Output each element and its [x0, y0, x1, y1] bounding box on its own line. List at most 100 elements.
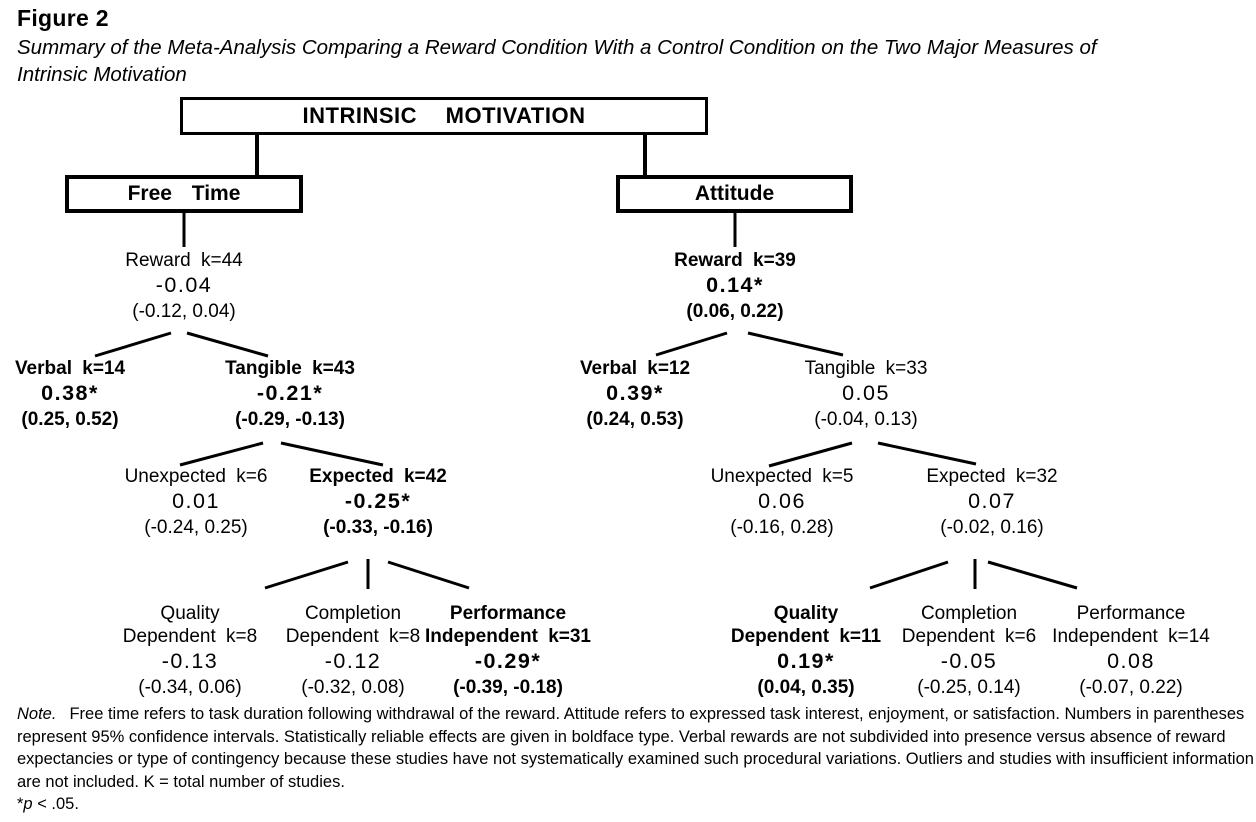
node-label: Reward k=44	[125, 250, 243, 271]
figure-label: Figure 2	[17, 5, 109, 31]
edge-atexpected-performance	[987, 560, 1078, 590]
note-lead: Note.	[17, 705, 57, 723]
significance-note: *p < .05.	[17, 793, 1254, 816]
edge-attangible-unexpected	[768, 441, 853, 468]
node-effect: -0.25*	[344, 489, 412, 513]
node-freetime-expected: Expected k=42 -0.25* (-0.33, -0.16)	[309, 465, 447, 540]
node-label-line2: Independent k=31	[424, 626, 592, 647]
node-effect: 0.14*	[706, 273, 764, 297]
node-ci: (0.06, 0.22)	[686, 301, 784, 322]
node-attitude-performance-independent: Performance Independent k=14 0.08 (-0.07…	[1052, 602, 1210, 700]
node-label: Tangible k=33	[804, 358, 928, 379]
node-effect: -0.13	[161, 649, 219, 673]
node-label-line2: Dependent k=8	[122, 626, 258, 647]
box-intrinsic-motivation-label: INTRINSIC MOTIVATION	[302, 103, 586, 128]
edge-fttangible-expected	[280, 441, 384, 467]
node-attitude-quality-dependent: Quality Dependent k=11 0.19* (0.04, 0.35…	[731, 602, 881, 700]
node-attitude-tangible: Tangible k=33 0.05 (-0.04, 0.13)	[805, 357, 928, 432]
node-freetime-completion-dependent: Completion Dependent k=8 -0.12 (-0.32, 0…	[286, 602, 420, 700]
node-freetime-unexpected: Unexpected k=6 0.01 (-0.24, 0.25)	[125, 465, 268, 540]
node-ci: (-0.33, -0.16)	[323, 517, 433, 538]
box-free-time-label: Free Time	[127, 182, 241, 205]
significance-p: p	[23, 795, 33, 813]
note-text-1: Free time refers to task duration follow…	[69, 705, 1245, 723]
significance-star: *	[17, 795, 24, 813]
node-ci: (-0.25, 0.14)	[917, 677, 1021, 698]
node-attitude-completion-dependent: Completion Dependent k=6 -0.05 (-0.25, 0…	[902, 602, 1036, 700]
node-ci: (-0.24, 0.25)	[144, 517, 248, 538]
node-ci: (0.04, 0.35)	[757, 677, 855, 698]
node-label-line1: Performance	[449, 603, 567, 624]
node-freetime-verbal: Verbal k=14 0.38* (0.25, 0.52)	[15, 357, 125, 432]
node-ci: (-0.02, 0.16)	[940, 517, 1044, 538]
node-label: Unexpected k=5	[710, 466, 854, 487]
node-label-line1: Performance	[1076, 603, 1186, 624]
node-freetime-performance-independent: Performance Independent k=31 -0.29* (-0.…	[425, 602, 591, 700]
node-effect: -0.21*	[256, 381, 324, 405]
edge-atreward-verbal	[655, 331, 728, 357]
node-label: Reward k=39	[674, 250, 796, 271]
edge-atreward-tangible	[747, 331, 844, 357]
node-ci: (-0.16, 0.28)	[730, 517, 834, 538]
significance-rest: < .05.	[32, 795, 79, 813]
node-attitude-unexpected: Unexpected k=5 0.06 (-0.16, 0.28)	[711, 465, 854, 540]
node-effect: 0.01	[172, 489, 220, 513]
node-effect: 0.39*	[606, 381, 664, 405]
edge-ftreward-tangible	[186, 331, 269, 358]
node-label: Verbal k=14	[14, 358, 126, 379]
node-attitude-expected: Expected k=32 0.07 (-0.02, 0.16)	[926, 465, 1057, 540]
node-label: Expected k=32	[926, 466, 1058, 487]
node-effect: 0.06	[758, 489, 806, 513]
node-ci: (-0.12, 0.04)	[132, 301, 236, 322]
edge-ftexpected-performance	[387, 560, 470, 590]
edge-attangible-expected	[877, 441, 977, 466]
box-free-time: Free Time	[65, 175, 303, 213]
node-label-line1: Completion	[304, 603, 402, 624]
node-label: Verbal k=12	[579, 358, 691, 379]
box-attitude: Attitude	[616, 175, 853, 213]
node-label-line2: Dependent k=8	[285, 626, 421, 647]
figure-caption: Summary of the Meta-Analysis Comparing a…	[17, 34, 1097, 88]
node-effect: -0.29*	[474, 649, 542, 673]
node-label: Unexpected k=6	[124, 466, 268, 487]
node-ci: (-0.07, 0.22)	[1079, 677, 1183, 698]
note-line-4: are not included. K = total number of st…	[17, 772, 345, 791]
node-ci: (0.24, 0.53)	[586, 409, 684, 430]
node-effect: 0.38*	[41, 381, 99, 405]
node-label: Expected k=42	[309, 466, 447, 487]
node-ci: (-0.34, 0.06)	[138, 677, 242, 698]
node-ci: (0.25, 0.52)	[21, 409, 119, 430]
edge-fttangible-unexpected	[179, 441, 264, 467]
figure-note: Note. Free time refers to task duration f…	[17, 703, 1254, 816]
node-effect: 0.19*	[777, 649, 835, 673]
node-label-line1: Completion	[920, 603, 1018, 624]
edge-ftexpected-quality	[264, 560, 349, 590]
note-line-3: expectancies or type of contingency beca…	[17, 750, 1254, 768]
figure-caption-line2: Intrinsic Motivation	[17, 63, 187, 86]
box-intrinsic-motivation: INTRINSIC MOTIVATION	[180, 97, 708, 135]
node-label-line2: Dependent k=11	[730, 626, 882, 647]
note-line-1: Note. Free time refers to task duration f…	[17, 703, 1254, 726]
node-effect: -0.04	[155, 273, 213, 297]
node-effect: 0.08	[1107, 649, 1155, 673]
box-attitude-label: Attitude	[694, 182, 775, 205]
node-ci: (-0.39, -0.18)	[453, 677, 563, 698]
node-ci: (-0.04, 0.13)	[814, 409, 918, 430]
node-effect: -0.05	[940, 649, 998, 673]
figure-caption-line1: Summary of the Meta-Analysis Comparing a…	[17, 36, 1097, 59]
node-label-line1: Quality	[773, 603, 839, 624]
node-effect: -0.12	[324, 649, 382, 673]
node-ci: (-0.29, -0.13)	[235, 409, 345, 430]
node-label: Tangible k=43	[225, 358, 355, 379]
node-ci: (-0.32, 0.08)	[301, 677, 405, 698]
node-effect: 0.05	[842, 381, 890, 405]
node-label-line2: Dependent k=6	[901, 626, 1037, 647]
node-label-line1: Quality	[160, 603, 220, 624]
edge-atexpected-quality	[869, 560, 949, 590]
node-label-line2: Independent k=14	[1052, 626, 1210, 647]
node-freetime-reward: Reward k=44 -0.04 (-0.12, 0.04)	[125, 249, 242, 324]
note-line-2: represent 95% confidence intervals. Stat…	[17, 727, 1226, 746]
node-freetime-tangible: Tangible k=43 -0.21* (-0.29, -0.13)	[225, 357, 355, 432]
